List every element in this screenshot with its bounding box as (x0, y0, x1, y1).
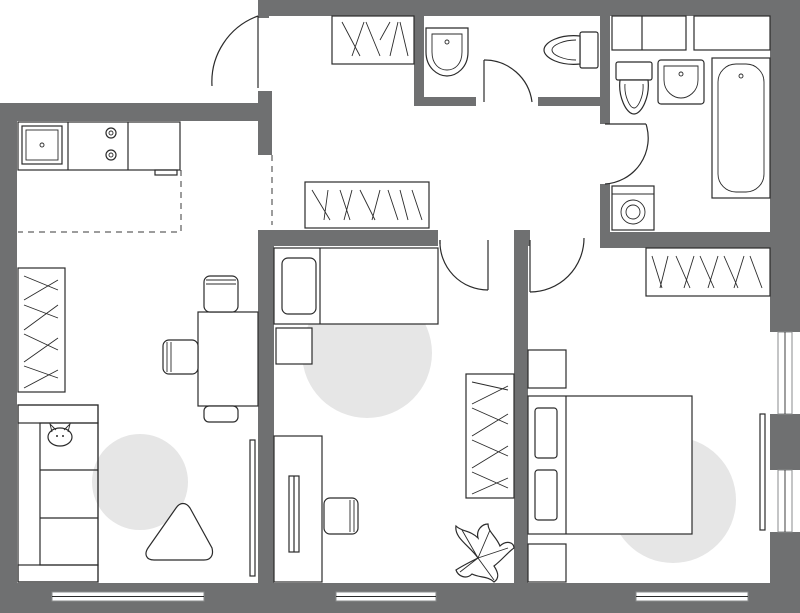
desk (273, 435, 323, 583)
washing-machine-icon (611, 185, 655, 231)
cat-icon (47, 422, 73, 447)
cooktop-icon (105, 127, 117, 161)
coffee-table (145, 502, 214, 561)
plant-icon (455, 523, 515, 583)
dining-table (162, 275, 259, 423)
sofa (17, 404, 99, 583)
master-bedroom-door (529, 237, 585, 293)
living-rug (92, 434, 188, 530)
living-wardrobe (17, 267, 66, 393)
bath-toilet-icon (615, 61, 653, 115)
single-bed (273, 247, 439, 325)
bathtub-icon (711, 57, 771, 199)
window-master (635, 591, 749, 602)
windows (51, 331, 793, 602)
hallway-wardrobe (304, 181, 430, 229)
bedroom-small (273, 247, 515, 583)
wash-basin-icon (425, 27, 469, 77)
bedroom-master (527, 247, 771, 583)
bedroom-wardrobe (465, 373, 515, 499)
window-right-lower (777, 469, 793, 533)
toilet-room (425, 27, 599, 77)
double-bed (527, 395, 693, 535)
master-wardrobe (645, 247, 771, 297)
desk-chair (323, 497, 359, 535)
hallway-wardrobe-top (331, 15, 415, 65)
toilet-door (483, 59, 533, 103)
kitchen-counter (17, 121, 273, 233)
entrance-door (211, 15, 259, 88)
nightstand (275, 327, 313, 365)
shelves (611, 15, 771, 51)
bathroom (611, 15, 771, 231)
bedroom-door (439, 239, 489, 291)
doors (211, 15, 649, 293)
sink-icon (21, 125, 63, 165)
toilet-icon (543, 31, 599, 69)
nightstand-bottom (527, 543, 567, 583)
nightstand-top (527, 349, 567, 389)
window-right-upper (777, 331, 793, 415)
window-bedroom (335, 591, 437, 602)
window-living (51, 591, 205, 602)
bathroom-door (604, 123, 649, 185)
bath-basin-icon (657, 59, 705, 105)
